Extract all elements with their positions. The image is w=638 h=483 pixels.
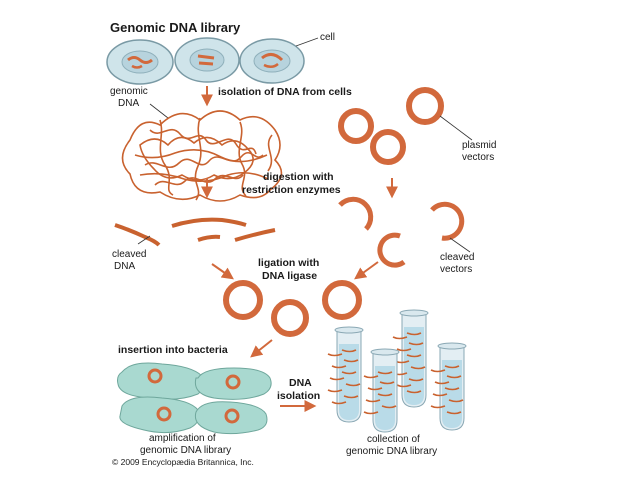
diagram-title: Genomic DNA library: [110, 20, 241, 35]
recombinant-plasmids: [223, 280, 362, 337]
test-tube-2: [393, 309, 429, 408]
plasmid-ring-2: [338, 108, 374, 144]
step-insertion: insertion into bacteria: [118, 344, 228, 356]
arrow-ligation-dna: [211, 263, 234, 280]
cleaved-vectors-line-2: vectors: [440, 264, 472, 275]
dna-fragment-1: [114, 223, 161, 247]
dna-fragment-4: [234, 228, 276, 242]
cleaved-dna: [114, 217, 276, 247]
plasmid-ring-3: [370, 129, 406, 165]
test-tubes: [328, 309, 467, 433]
collection-line-1: collection of: [367, 434, 420, 445]
cell-leader: [295, 37, 319, 47]
amplification-line-1: amplification of: [149, 433, 216, 444]
cleaved-vectors: [338, 196, 465, 268]
cell-1: [106, 39, 174, 85]
arrow-insertion: [250, 339, 273, 358]
test-tube-4: [431, 342, 467, 431]
bacterium-1: [117, 362, 205, 400]
plasmid-label-line-2: vectors: [462, 152, 494, 163]
dna-fragment-2: [171, 217, 247, 228]
plasmid-label-line-1: plasmid: [462, 140, 496, 151]
genomic-dna-line-1: genomic: [110, 86, 148, 97]
amplification-line-2: genomic DNA library: [140, 445, 231, 456]
cleaved-vectors-line-1: cleaved: [440, 252, 474, 263]
recombinant-ring-2: [271, 299, 309, 337]
cell-label: cell: [320, 32, 335, 43]
step-digestion-line-2: restriction enzymes: [242, 184, 341, 196]
step-dna-isolation-line-2: isolation: [277, 390, 320, 402]
step-isolation: isolation of DNA from cells: [218, 86, 352, 98]
step-ligation-line-1: ligation with: [258, 257, 319, 269]
genomic-dna-mass: [121, 110, 283, 202]
recombinant-ring-3: [322, 280, 362, 320]
test-tube-3: [364, 348, 400, 433]
plasmid-ring-1: [406, 87, 444, 125]
cell-3: [239, 38, 305, 84]
bacterium-2: [194, 367, 272, 400]
genomic-dna-line-2: DNA: [118, 98, 139, 109]
cell-2: [174, 37, 240, 83]
step-dna-isolation-line-1: DNA: [289, 377, 312, 389]
step-ligation-line-2: DNA ligase: [262, 270, 317, 282]
recombinant-ring-1: [223, 280, 263, 320]
collection-line-2: genomic DNA library: [346, 446, 437, 457]
bacterium-4: [194, 401, 268, 435]
cleaved-dna-line-1: cleaved: [112, 249, 146, 260]
test-tube-1: [328, 326, 364, 423]
cells: cell: [106, 32, 335, 85]
cleaved-vector-3: [377, 232, 406, 268]
cleaved-vector-2: [430, 201, 465, 241]
dna-fragment-3: [197, 234, 221, 242]
genomic-dna-label: genomic DNA: [110, 86, 169, 119]
arrow-ligation-vectors: [354, 261, 379, 280]
bacterium-3: [119, 396, 200, 434]
cleaved-dna-line-2: DNA: [114, 261, 135, 272]
cleaved-vector-1: [338, 196, 374, 231]
step-digestion-line-1: digestion with: [263, 171, 334, 183]
plasmid-vectors: [338, 87, 444, 165]
bacteria: [117, 362, 272, 435]
copyright-credit: © 2009 Encyclopædia Britannica, Inc.: [112, 457, 254, 467]
